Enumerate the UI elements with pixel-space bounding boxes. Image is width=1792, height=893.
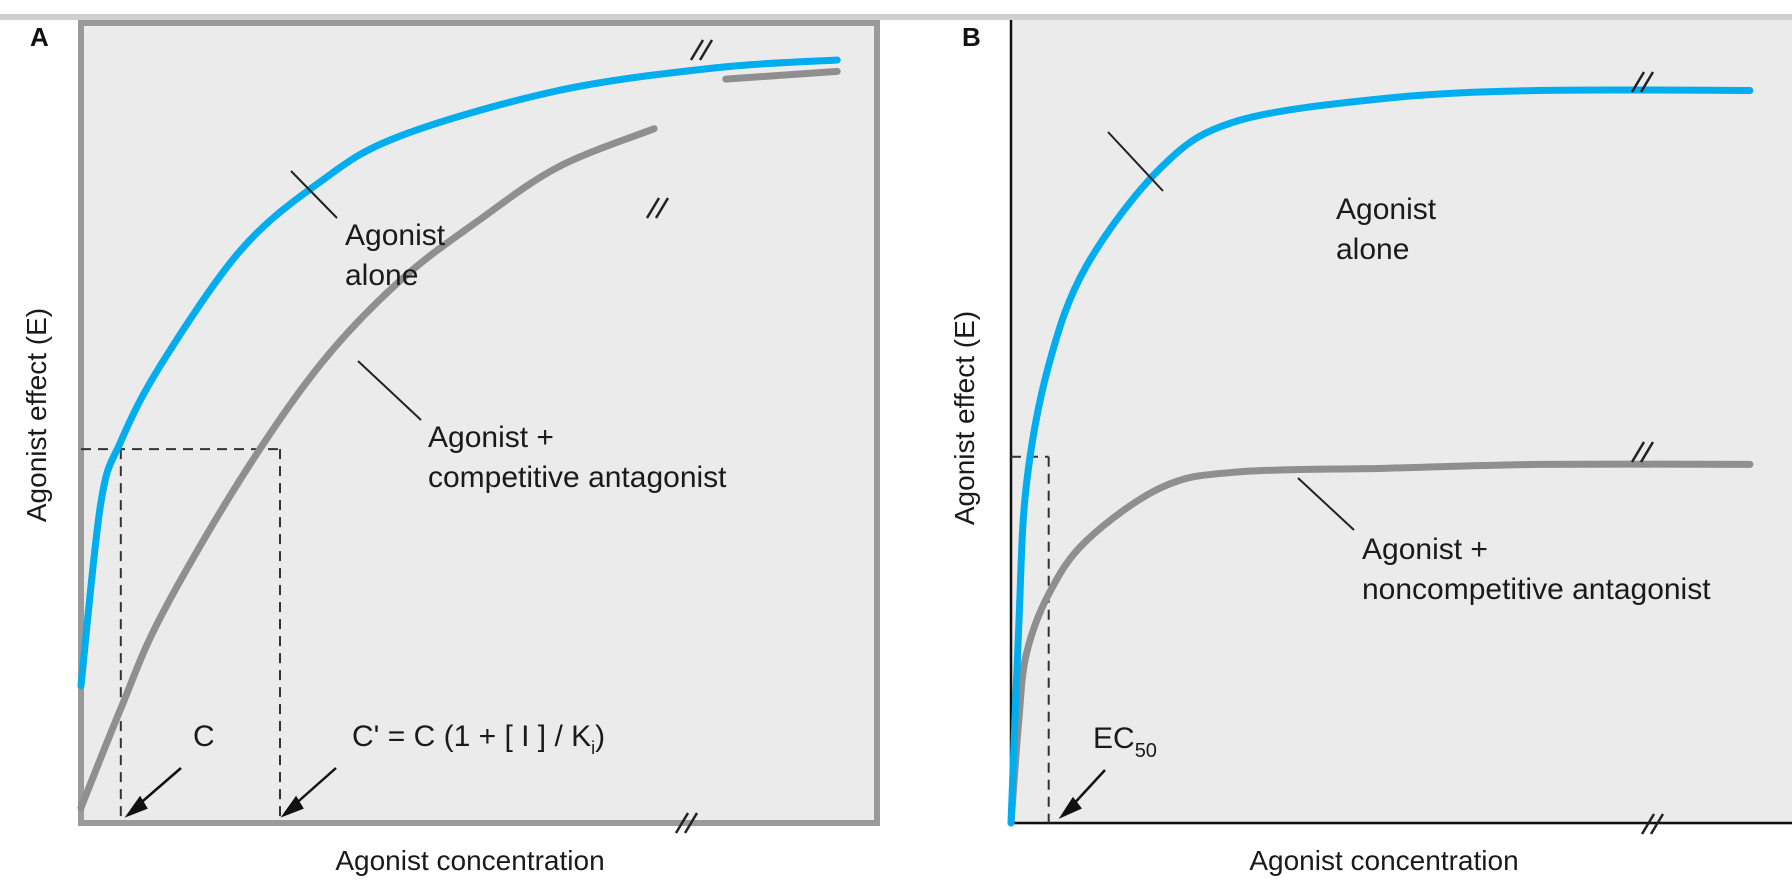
- curve-agonist-plus-noncompetitive-antagonist: [1007, 460, 1754, 827]
- label-competitive-line2: competitive antagonist: [428, 461, 727, 494]
- break-gray-a: [645, 197, 670, 219]
- arrowhead-c: [124, 795, 148, 818]
- axis-break-marks-b: [1630, 71, 1665, 835]
- label-ec50: EC50: [1093, 722, 1157, 762]
- leader-agonist-alone-b: [1107, 131, 1164, 192]
- label-noncompetitive-line1: Agonist +: [1362, 533, 1488, 566]
- curve-agonist-plus-competitive-antagonist: [77, 125, 658, 812]
- label-agonist-alone-a-line2: alone: [345, 259, 418, 292]
- plot-area-b: [1011, 20, 1792, 825]
- panel-label-a: A: [30, 22, 49, 52]
- curve-agonist-alone-a: [77, 56, 841, 690]
- label-competitive-line1: Agonist +: [428, 421, 554, 454]
- plot-area-a: [78, 20, 880, 826]
- panel-b: B Agonist concentration Agonist effect (…: [949, 20, 1792, 876]
- curve-agonist-alone-b: [1007, 86, 1754, 827]
- arrowhead-ec50: [1058, 796, 1082, 819]
- leader-agonist-alone-a: [290, 170, 338, 219]
- break-top-a: [689, 39, 714, 61]
- x-axis-label-a: Agonist concentration: [335, 845, 604, 876]
- break-x-a: [674, 812, 699, 834]
- label-c-prime-end: ): [595, 720, 605, 753]
- leader-lines-a: [290, 170, 422, 421]
- label-c-prime-subscript: i: [591, 738, 595, 758]
- label-c: C: [193, 720, 215, 753]
- label-c-prime-main: C' = C (1 + [ I ] / K: [352, 720, 591, 753]
- top-rule: [0, 14, 1792, 20]
- y-axis-label-b: Agonist effect (E): [949, 311, 980, 525]
- label-c-prime: C' = C (1 + [ I ] / Ki): [352, 720, 605, 758]
- arrowhead-c-prime: [280, 795, 304, 818]
- arrows-a: [124, 767, 337, 818]
- arrow-c: [135, 767, 182, 808]
- break-top-b: [1630, 71, 1655, 93]
- label-agonist-alone-b-line2: alone: [1336, 233, 1409, 266]
- arrow-c-prime: [291, 767, 337, 808]
- break-x-b: [1640, 813, 1665, 835]
- y-axis-label-a: Agonist effect (E): [21, 308, 52, 522]
- label-agonist-alone-a-line1: Agonist: [345, 219, 446, 252]
- break-gray-b: [1630, 441, 1655, 463]
- arrows-b: [1058, 769, 1106, 819]
- axis-break-marks-a: [645, 39, 714, 834]
- leader-competitive: [357, 360, 422, 421]
- x-axis-label-b: Agonist concentration: [1249, 845, 1518, 876]
- leader-lines-b: [1107, 131, 1355, 531]
- label-noncompetitive-line2: noncompetitive antagonist: [1362, 573, 1711, 606]
- reference-lines-a: [81, 448, 281, 823]
- curve-competitive-tail: [722, 67, 841, 83]
- label-ec50-subscript: 50: [1135, 740, 1157, 762]
- panel-label-b: B: [962, 22, 981, 52]
- leader-noncompetitive: [1297, 477, 1355, 531]
- panel-a: A Agonist concentration Agonist effect (…: [0, 14, 1792, 876]
- label-agonist-alone-b-line1: Agonist: [1336, 193, 1437, 226]
- label-ec50-main: EC: [1093, 722, 1135, 755]
